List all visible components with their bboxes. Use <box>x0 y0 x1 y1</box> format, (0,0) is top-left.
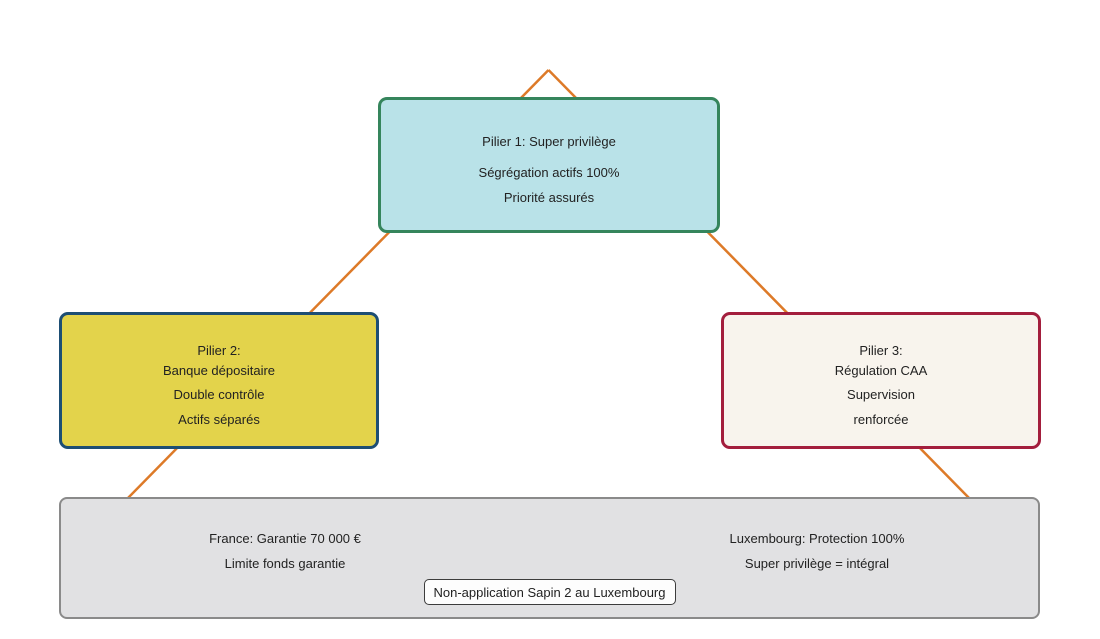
pillar3-line-renforcee: renforcée <box>853 412 909 427</box>
pillar3-title: Pilier 3: <box>859 343 903 358</box>
pillar2-line-controle: Double contrôle <box>173 387 265 402</box>
pillar1-line-priorite: Priorité assurés <box>503 190 595 205</box>
pillar3-box: Pilier 3: Régulation CAA Supervision ren… <box>721 312 1041 449</box>
pillar3-subtitle: Régulation CAA <box>834 363 928 378</box>
pillar2-line-actifs: Actifs séparés <box>178 412 260 427</box>
france-garantie-text: France: Garantie 70 000 € <box>209 531 361 546</box>
pillar1-line-segregation: Ségrégation actifs 100% <box>478 165 620 180</box>
france-limite-text: Limite fonds garantie <box>224 556 346 571</box>
france-group: France: Garantie 70 000 € Limite fonds g… <box>61 526 509 576</box>
pillar3-line-supervision: Supervision <box>847 387 915 402</box>
luxembourg-protection-text: Luxembourg: Protection 100% <box>729 531 905 546</box>
luxembourg-group: Luxembourg: Protection 100% Super privil… <box>593 526 1041 576</box>
pillar1-title: Pilier 1: Super privilège <box>482 134 616 149</box>
pillar2-title: Pilier 2: <box>197 343 241 358</box>
note-box: Non-application Sapin 2 au Luxembourg <box>423 579 676 605</box>
pillar1-box: Pilier 1: Super privilège Ségrégation ac… <box>378 97 720 233</box>
luxembourg-privilege-text: Super privilège = intégral <box>744 556 890 571</box>
note-label: Non-application Sapin 2 au Luxembourg <box>433 584 666 600</box>
pillar2-subtitle: Banque dépositaire <box>162 363 276 378</box>
pillar2-box: Pilier 2: Banque dépositaire Double cont… <box>59 312 379 449</box>
base-box: France: Garantie 70 000 € Limite fonds g… <box>59 497 1040 619</box>
